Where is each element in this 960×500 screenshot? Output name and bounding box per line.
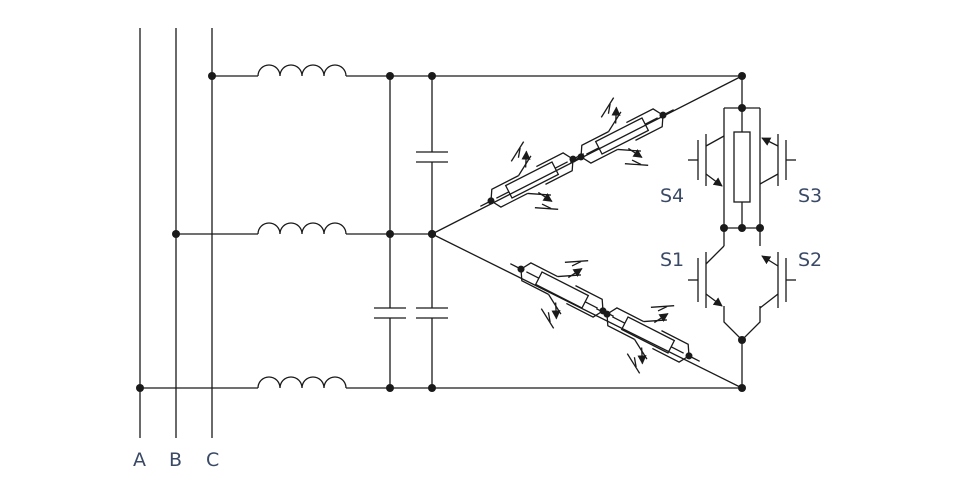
capacitor-column-1 [374,72,406,392]
inductor-icon [257,222,347,235]
upper-branch [431,76,743,240]
inductor-icon [257,64,347,77]
switch-label-s2: S2 [798,249,822,271]
switch-module [493,230,631,350]
phase-label-b: B [169,449,182,471]
inductor-icon [257,376,347,389]
phase-label-a: A [133,449,146,471]
switch-s1 [688,245,725,308]
switch-s2 [759,252,796,309]
lower-branch [431,230,743,395]
feeder-b [172,222,432,238]
switch-s3 [759,134,796,186]
resistor-icon [733,131,751,203]
phase-label-c: C [206,449,219,471]
bridge [688,72,796,392]
switch-label-s4: S4 [660,185,684,207]
switch-s4 [688,134,725,187]
switch-label-s3: S3 [798,185,822,207]
switch-module [553,76,691,196]
switch-module [579,275,717,395]
feeder-a [136,376,742,392]
feeder-c [208,64,742,80]
switch-label-s1: S1 [660,249,684,271]
switch-module [463,120,601,240]
